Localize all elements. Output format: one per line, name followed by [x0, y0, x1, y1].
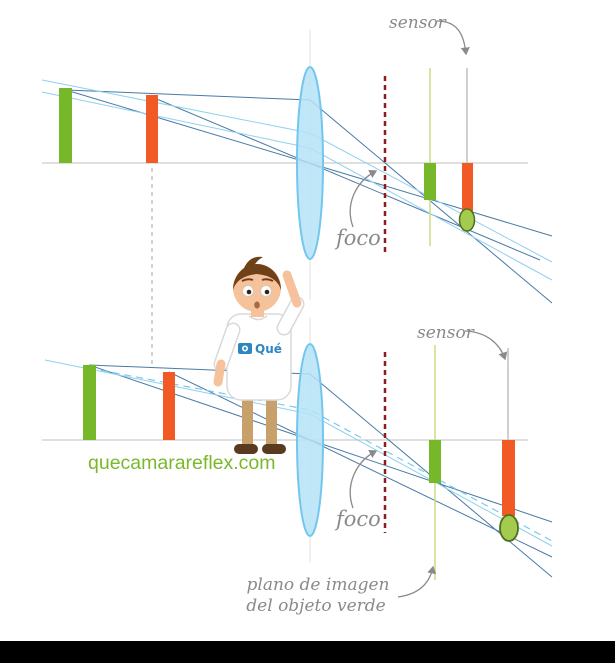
- sensor-label: sensor: [389, 13, 447, 33]
- right-eyebrow: [261, 278, 274, 282]
- foco-curved-arrow: [349, 169, 378, 228]
- orange-object-bar: [163, 372, 175, 440]
- bottom-diagram: sensor foco plano de imagen del objeto v…: [42, 318, 553, 616]
- left-sleeve: [215, 324, 239, 370]
- image-plane-label-line1: plano de imagen: [247, 575, 390, 595]
- character-hair-quiff: [244, 256, 263, 270]
- orange-image-bar: [462, 163, 473, 213]
- right-sleeve: [278, 298, 303, 334]
- shirt-collar: [248, 315, 268, 321]
- green-image-bar: [429, 440, 441, 483]
- site-watermark: quecamarareflex.com: [88, 452, 276, 474]
- mouth: [254, 301, 260, 309]
- lens: [296, 66, 324, 260]
- sensor-curved-arrow: [436, 20, 470, 56]
- left-pupil: [246, 289, 252, 295]
- camera-lens-center-icon: [243, 347, 247, 350]
- blur-circle: [499, 514, 519, 542]
- green-object-bar: [83, 365, 96, 440]
- character-right-shoe: [262, 444, 286, 454]
- orange-object-bar: [146, 95, 158, 163]
- top-diagram: sensor foco: [41, 13, 553, 368]
- character-hair: [233, 264, 281, 290]
- foco-curved-arrow: [349, 449, 378, 509]
- character-left-leg: [242, 394, 253, 446]
- blur-circle: [458, 208, 476, 232]
- right-pupil: [264, 289, 270, 295]
- left-hand: [213, 359, 226, 387]
- image-plane-curved-arrow: [397, 565, 437, 598]
- green-image-bar: [424, 163, 436, 200]
- shirt-logo-text: Qué: [255, 342, 282, 356]
- character: Qué: [213, 256, 305, 454]
- orange-image-bar: [502, 440, 515, 516]
- lens: [296, 343, 324, 537]
- right-hand: [282, 270, 302, 308]
- green-object-bar: [59, 88, 72, 163]
- footer-bar: [0, 641, 615, 663]
- character-left-shoe: [234, 444, 258, 454]
- sensor-curved-arrow: [464, 330, 508, 361]
- left-eyebrow: [241, 278, 254, 282]
- foco-label: foco: [334, 507, 381, 531]
- shirt-logo: Qué: [238, 342, 282, 356]
- image-plane-label-line2: del objeto verde: [246, 596, 385, 616]
- sensor-label: sensor: [417, 323, 475, 343]
- character-right-leg: [266, 394, 277, 446]
- foco-label: foco: [334, 226, 381, 250]
